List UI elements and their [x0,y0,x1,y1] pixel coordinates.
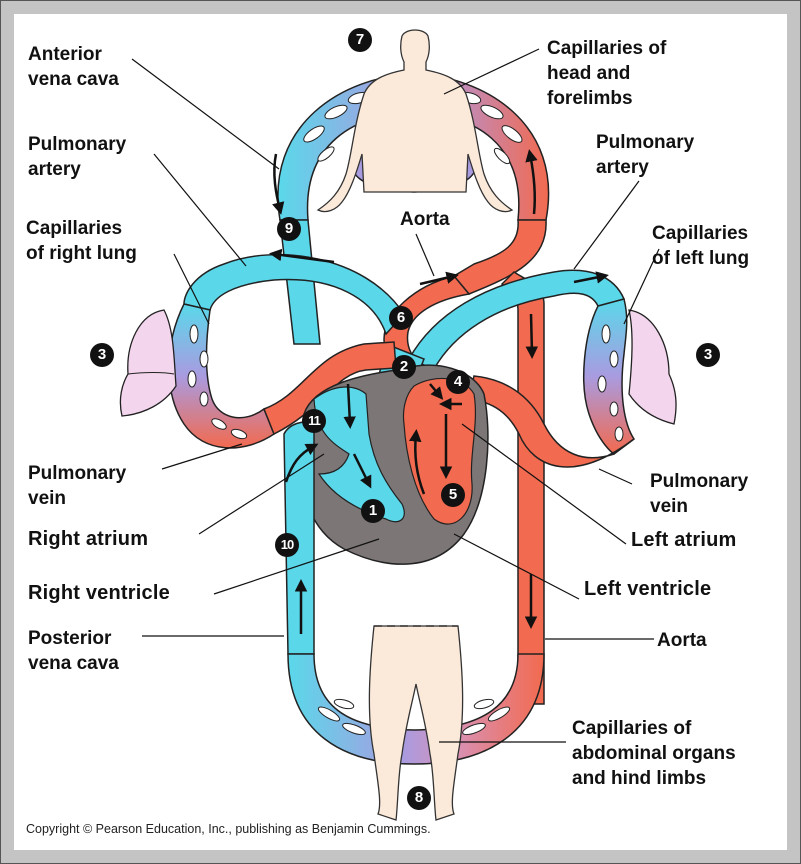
leader-lines [131,48,660,743]
step-marker-5: 5 [441,483,465,507]
step-marker-9: 9 [277,217,301,241]
step-marker-8: 8 [407,786,431,810]
flow-arrows [269,149,609,634]
lower-body-figure [368,625,464,821]
label-aorta-top: Aorta [400,209,450,230]
label-anterior-vena-cava: Anterior vena cava [28,44,119,90]
label-aorta-bottom: Aorta [657,630,707,651]
right-atrium-ventricle [313,386,405,523]
capillaries-left-lung [583,298,636,455]
step-marker-10: 10 [275,533,299,557]
capillaries-right-lung [168,303,275,449]
label-pulmonary-vein-left: Pulmonary vein [28,463,127,509]
label-right-ventricle: Right ventricle [28,582,170,604]
label-capillaries-abdominal-hind: Capillaries of abdominal organs and hind… [572,718,736,789]
label-right-atrium: Right atrium [28,528,149,550]
step-marker-6: 6 [389,306,413,330]
label-capillaries-left-lung: Capillaries of left lung [652,223,750,269]
label-pulmonary-artery-right: Pulmonary artery [596,132,695,178]
upper-body-figure [316,29,514,213]
right-lung [119,309,177,417]
anterior-vena-cava [279,219,321,345]
label-pulmonary-artery-left: Pulmonary artery [28,134,127,180]
label-left-ventricle: Left ventricle [584,578,712,600]
step-marker-4: 4 [446,370,470,394]
step-marker-3-right-lung: 3 [90,343,114,367]
label-capillaries-head-forelimbs: Capillaries of head and forelimbs [547,38,667,109]
step-marker-2: 2 [392,355,416,379]
label-posterior-vena-cava: Posterior vena cava [28,628,119,674]
copyright-notice: Copyright © Pearson Education, Inc., pub… [26,822,431,836]
left-lung [628,309,677,425]
label-capillaries-right-lung: Capillaries of right lung [26,218,137,264]
diagram-canvas: Anterior vena cava Pulmonary artery Capi… [14,14,787,850]
step-marker-1: 1 [361,499,385,523]
step-marker-11: 11 [302,409,326,433]
label-left-atrium: Left atrium [631,529,737,551]
label-pulmonary-vein-right: Pulmonary vein [650,471,749,517]
capillaries-abdominal-hind [287,653,545,765]
step-marker-3-left-lung: 3 [696,343,720,367]
descending-aorta [500,271,545,705]
step-marker-7: 7 [348,28,372,52]
